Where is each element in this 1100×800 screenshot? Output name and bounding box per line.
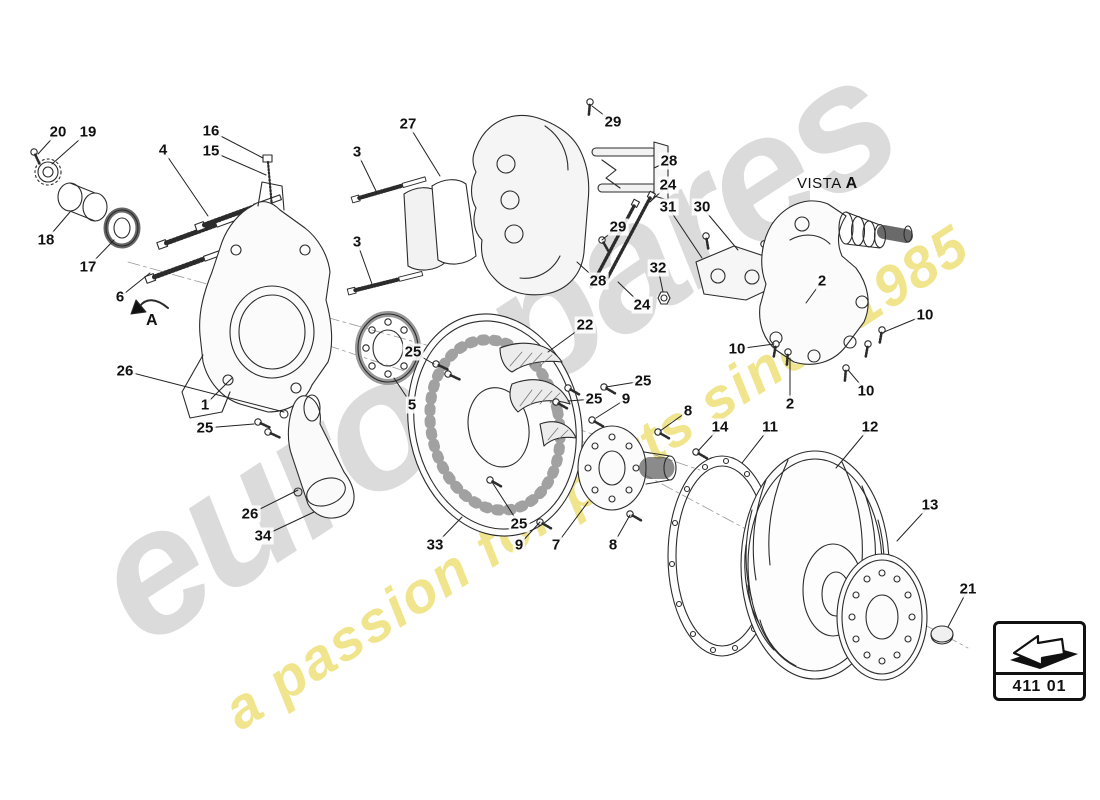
part-code-box: 411 01 xyxy=(993,621,1086,701)
vista-label-prefix: VISTA xyxy=(797,175,841,192)
brake-duct xyxy=(279,394,355,519)
part-code: 411 01 xyxy=(1012,677,1067,695)
view-direction-arrow-icon xyxy=(130,299,169,315)
direction-arrow-icon xyxy=(996,624,1083,675)
wheel-upright xyxy=(181,181,333,419)
disc-bell xyxy=(836,553,928,681)
brake-pads xyxy=(403,179,477,271)
hub-cap xyxy=(930,625,954,645)
rear-upright-vista xyxy=(759,200,913,384)
caliper-bolts xyxy=(589,190,671,305)
brake-caliper xyxy=(470,97,595,296)
vista-label-letter: A xyxy=(845,175,858,192)
seal-ring xyxy=(103,207,141,249)
lock-washer xyxy=(28,146,62,186)
pad-pin-kit xyxy=(591,141,669,256)
bushing xyxy=(57,182,108,222)
wheel-hub xyxy=(577,425,677,511)
shield-segments xyxy=(499,342,577,447)
wheel-bearing xyxy=(355,311,421,385)
splash-shield xyxy=(407,313,583,537)
view-direction-label: A xyxy=(146,312,158,329)
vista-label: VISTA A xyxy=(797,175,858,193)
